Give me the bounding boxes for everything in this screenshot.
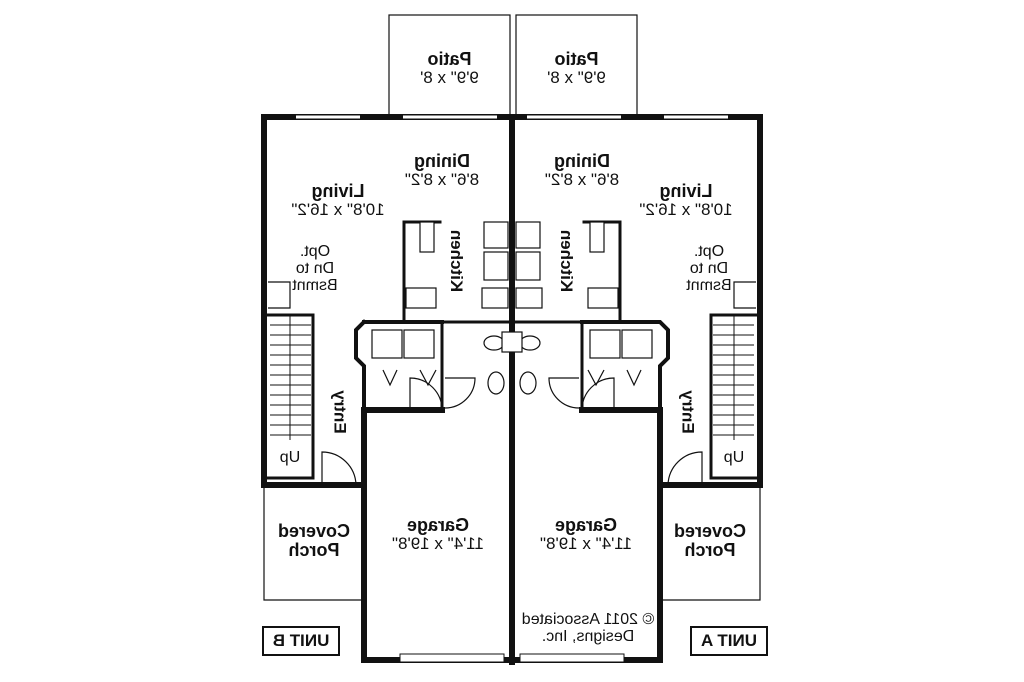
garage-doors [399,653,625,663]
note-line: Bsmnt [292,276,338,294]
appliances [371,221,653,395]
note-line: Dn to [295,259,335,277]
note-line: Opt. [299,243,331,260]
room-name: Porch [684,539,736,560]
stair-treads [270,315,754,440]
bath-walls [440,320,584,412]
unit-b-label: UNIT B [262,626,340,656]
garage-left-label: Garage 11'4" x 19'8" [372,515,504,553]
entry-left-label: Entry [330,390,350,434]
copyright-line: © 2011 Associated [521,611,655,628]
stair-left-label: Up [272,449,308,467]
mud-right [580,320,670,412]
room-name: Dining [554,151,610,171]
note-line: Dn to [689,259,729,277]
stair-up-text: Up [723,449,745,466]
door-swings [268,281,756,486]
room-name: Patio [554,49,599,69]
copyright-line: Designs, Inc. [541,627,635,645]
room-name: Covered [277,521,351,541]
copyright-label: © 2011 Associated Designs, Inc. [518,611,658,646]
room-name: Porch [288,539,340,560]
patio-left-label: Patio 9'9" x 8' [389,49,510,87]
room-dims: 10'8" x 16'2" [639,199,733,219]
stair-right-label: Up [716,449,752,467]
basement-right-label: Opt. Dn to Bsmnt [664,243,754,294]
room-dims: 9'9" x 8' [420,67,479,87]
room-name: Covered [673,521,747,541]
kitchen-right-label: Kitchen [557,229,577,293]
kitchen-left-label: Kitchen [447,229,467,293]
note-line: Bsmnt [686,276,732,294]
living-right-label: Living 10'8" x 16'2" [616,181,756,219]
unit-a-label: UNIT A [690,626,768,656]
garage-right-label: Garage 11'4" x 19'8" [520,515,652,553]
room-name: Garage [554,515,618,535]
room-name: Garage [406,515,470,535]
room-dims: 11'4" x 19'8" [392,533,484,553]
room-name: Patio [427,49,472,69]
room-dims: 10'8" x 16'2" [291,199,385,219]
room-dims: 9'9" x 8' [547,67,606,87]
porch-right [659,487,761,601]
room-name: Dining [414,151,470,171]
patio-right-label: Patio 9'9" x 8' [516,49,637,87]
entry-right-label: Entry [678,390,698,434]
room-name: Living [311,181,365,201]
basement-left-label: Opt. Dn to Bsmnt [270,243,360,294]
note-line: Opt. [693,243,725,260]
room-name: Living [659,181,713,201]
room-dims: 11'4" x 19'8" [540,533,632,553]
porch-left-label: Covered Porch [266,521,362,560]
stair-up-text: Up [279,449,301,466]
garage-walls [361,407,663,663]
porch-right-label: Covered Porch [662,521,758,560]
walls [261,14,763,665]
porch-left [263,487,365,601]
living-left-label: Living 10'8" x 16'2" [268,181,408,219]
